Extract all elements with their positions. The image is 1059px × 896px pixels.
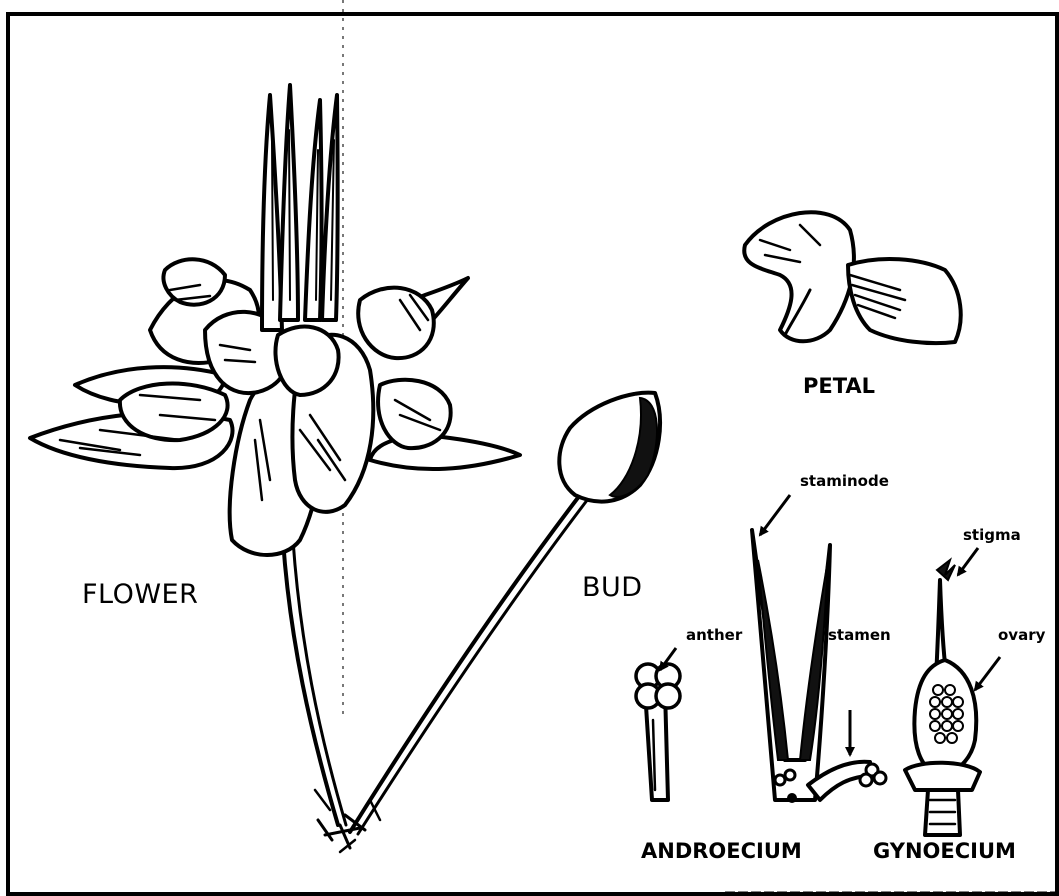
- gynoecium-label: GYNOECIUM: [873, 839, 1016, 863]
- staminode-label: staminode: [800, 472, 889, 490]
- anther-illustration: [636, 664, 680, 800]
- flower-label: FLOWER: [82, 579, 198, 610]
- petal-illustration: [744, 212, 960, 343]
- stigma-label: stigma: [963, 526, 1021, 544]
- bud-label: BUD: [582, 572, 643, 603]
- flower-illustration: [30, 85, 520, 825]
- staminode-arrow: [760, 495, 790, 535]
- androecium-label: ANDROECIUM: [641, 839, 802, 863]
- androecium-illustration: [752, 530, 886, 803]
- anther-label: anther: [686, 626, 743, 644]
- petal-label: PETAL: [803, 374, 875, 398]
- ovary-label: ovary: [998, 626, 1046, 644]
- ovary-arrow: [975, 657, 1000, 690]
- gynoecium-illustration: [905, 560, 980, 835]
- stamen-label: stamen: [828, 626, 891, 644]
- stigma-arrow: [958, 548, 978, 575]
